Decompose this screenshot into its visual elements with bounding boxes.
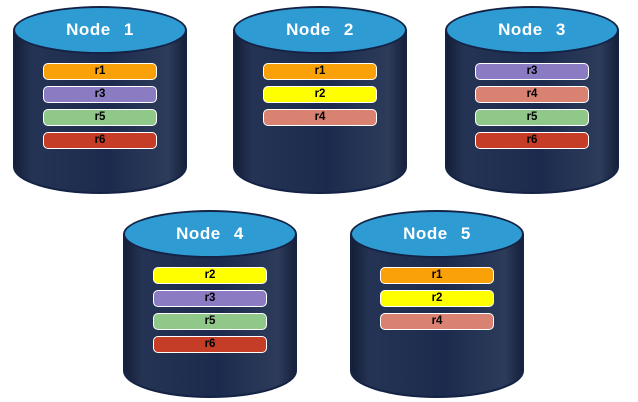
replica-bar: r3	[43, 86, 157, 103]
replica-bar: r3	[153, 290, 267, 307]
replica-bar: r1	[43, 63, 157, 80]
replica-list: r2 r3 r5 r6	[123, 267, 297, 353]
replica-bar: r5	[475, 109, 589, 126]
node-title: Node 3	[498, 20, 566, 39]
node-2-cylinder: Node 2 r1 r2 r4	[233, 6, 407, 194]
replica-bar: r5	[43, 109, 157, 126]
replica-bar: r6	[153, 336, 267, 353]
node-title: Node 1	[66, 20, 134, 39]
replica-bar: r5	[153, 313, 267, 330]
node-4-cylinder: Node 4 r2 r3 r5 r6	[123, 210, 297, 398]
replica-bar: r6	[43, 132, 157, 149]
replica-bar: r4	[263, 109, 377, 126]
node-1-cylinder: Node 1 r1 r3 r5 r6	[13, 6, 187, 194]
replica-bar: r2	[263, 86, 377, 103]
replica-bar: r4	[475, 86, 589, 103]
replica-list: r3 r4 r5 r6	[445, 63, 619, 149]
replica-bar: r1	[263, 63, 377, 80]
replica-bar: r2	[380, 290, 494, 307]
replica-bar: r2	[153, 267, 267, 284]
replica-bar: r3	[475, 63, 589, 80]
replica-list: r1 r2 r4	[233, 63, 407, 126]
replica-bar: r1	[380, 267, 494, 284]
cylinder-top: Node 3	[445, 6, 619, 54]
replica-bar: r6	[475, 132, 589, 149]
cylinder-top: Node 1	[13, 6, 187, 54]
node-3-cylinder: Node 3 r3 r4 r5 r6	[445, 6, 619, 194]
node-title: Node 5	[403, 224, 471, 243]
cylinder-top: Node 5	[350, 210, 524, 258]
replica-list: r1 r2 r4	[350, 267, 524, 330]
node-5-cylinder: Node 5 r1 r2 r4	[350, 210, 524, 398]
cylinder-top: Node 4	[123, 210, 297, 258]
node-title: Node 4	[176, 224, 244, 243]
replica-bar: r4	[380, 313, 494, 330]
node-title: Node 2	[286, 20, 354, 39]
replica-list: r1 r3 r5 r6	[13, 63, 187, 149]
cylinder-top: Node 2	[233, 6, 407, 54]
